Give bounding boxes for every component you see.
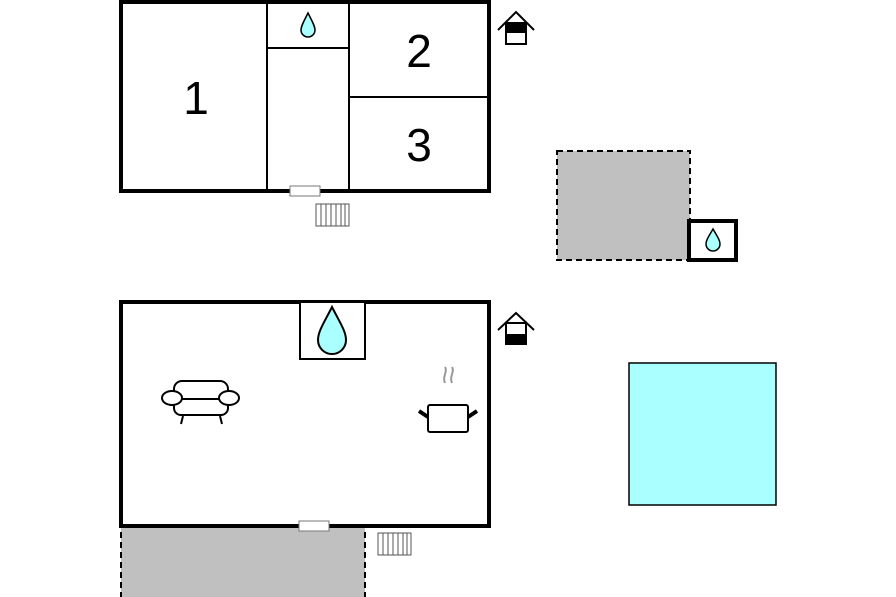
radiator-icon <box>377 532 412 556</box>
outdoor-shower <box>687 219 738 262</box>
water-drop-icon <box>705 227 721 252</box>
door-icon <box>298 520 330 532</box>
radiator-icon <box>315 203 350 227</box>
terrace <box>120 525 366 597</box>
cooking-pot-icon <box>417 366 479 433</box>
room-label-2: 2 <box>406 25 432 77</box>
door-icon <box>289 185 321 197</box>
upper-floor: 1 2 3 <box>119 0 535 227</box>
water-drop-icon <box>316 304 348 355</box>
lower-floor <box>119 300 535 556</box>
room-label-3: 3 <box>406 119 432 171</box>
terrace <box>556 150 691 261</box>
water-drop-icon <box>300 11 316 38</box>
room-label-1: 1 <box>183 72 209 124</box>
pool <box>628 362 777 506</box>
house-icon <box>497 10 535 45</box>
house-icon <box>497 311 535 345</box>
sofa-icon <box>161 380 240 425</box>
